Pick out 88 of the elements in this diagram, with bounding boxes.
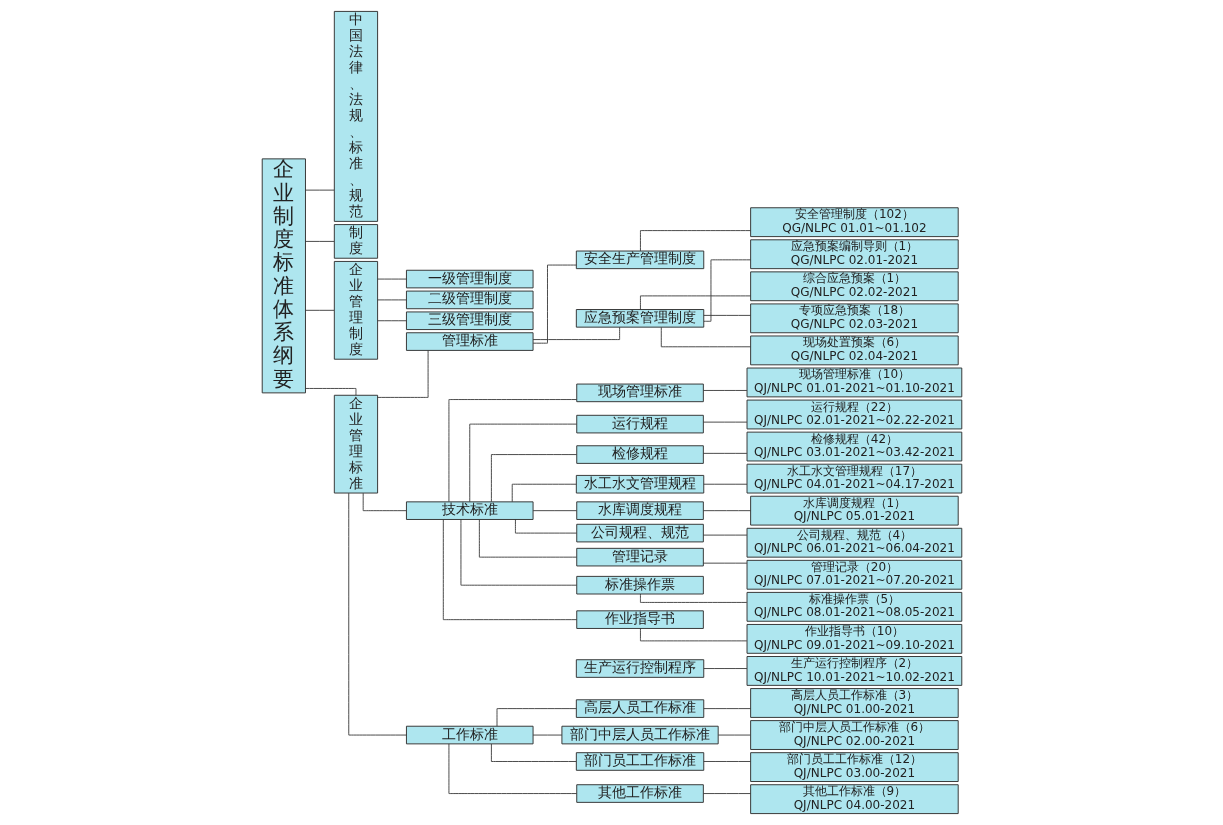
node-box: 高层人员工作标准 — [575, 699, 704, 718]
node-box: 部门员工工作标准（12） QJ/NLPC 03.00-2021 — [749, 752, 959, 782]
node-box: 专项应急预案（18） QG/NLPC 02.03-2021 — [749, 303, 959, 334]
connector — [639, 230, 751, 252]
connector — [376, 299, 407, 301]
node-box: 部门中层人员工作标准 — [560, 725, 719, 745]
node-box: 管理标准 — [405, 332, 534, 351]
node-box: 检修规程 — [575, 445, 704, 464]
connector — [304, 189, 335, 191]
connector — [532, 264, 577, 344]
node-box: 二级管理制度 — [405, 290, 534, 310]
node-box: 部门员工工作标准 — [575, 752, 704, 771]
node-box: 运行规程（22） QJ/NLPC 02.01-2021~02.22-2021 — [746, 399, 962, 430]
node-box: 企业管理制度 — [333, 260, 378, 360]
connector — [532, 734, 562, 736]
connector — [717, 734, 751, 736]
node-box: 水工水文管理规程（17） QJ/NLPC 04.01-2021~04.17-2021 — [746, 463, 962, 494]
connector — [639, 628, 747, 642]
node-box: 高层人员工作标准（3） QJ/NLPC 01.00-2021 — [749, 688, 959, 718]
connector — [448, 743, 577, 794]
connector — [304, 388, 356, 396]
connector — [702, 259, 751, 322]
node-box: 企业制度标准体系纲要 — [261, 158, 306, 394]
connector — [702, 534, 747, 536]
node-box: 公司规程、规范（4） QJ/NLPC 06.01-2021~06.04-2021 — [746, 527, 962, 558]
node-box: 综合应急预案（1） QG/NLPC 02.02-2021 — [749, 271, 959, 302]
node-box: 三级管理制度 — [405, 311, 534, 331]
node-box: 管理记录（20） QJ/NLPC 07.01-2021~07.20-2021 — [746, 559, 962, 590]
connector — [468, 423, 577, 503]
connector — [702, 390, 747, 391]
connector — [702, 421, 747, 423]
node-box: 应急预案管理制度 — [575, 309, 704, 328]
connector — [362, 492, 407, 512]
node-box: 管理记录 — [575, 547, 704, 567]
node-box: 运行规程 — [575, 414, 704, 434]
connector — [702, 510, 751, 512]
node-box: 检修规程（42） QJ/NLPC 03.01-2021~03.42-2021 — [746, 431, 962, 462]
connector — [460, 519, 577, 586]
connector — [496, 708, 577, 727]
connector — [514, 519, 577, 534]
connector — [490, 454, 577, 503]
connector — [448, 399, 577, 502]
node-box: 一级管理制度 — [405, 269, 534, 289]
connector — [639, 593, 747, 603]
node-box: 标准操作票（5） QJ/NLPC 08.01-2021~08.05-2021 — [746, 591, 962, 622]
node-box: 制度 — [333, 224, 378, 259]
connector — [702, 761, 751, 762]
node-box: 现场管理标准 — [575, 383, 704, 403]
connector — [376, 278, 407, 280]
connector — [478, 519, 577, 558]
node-box: 水库调度规程（1） QJ/NLPC 05.01-2021 — [749, 495, 959, 526]
connector — [347, 492, 407, 736]
node-box: 水工水文管理规程 — [575, 474, 704, 494]
connector — [304, 240, 335, 242]
node-box: 现场处置预案（6） QG/NLPC 02.04-2021 — [749, 335, 959, 366]
node-box: 公司规程、规范 — [575, 523, 704, 543]
node-box: 中国法律、法规、标准、规范 — [333, 10, 378, 222]
node-box: 工作标准 — [405, 725, 534, 745]
connector — [702, 708, 751, 710]
connector — [702, 562, 747, 564]
node-box: 现场管理标准（10） QJ/NLPC 01.01-2021~01.10-2021 — [746, 367, 962, 398]
connector — [702, 793, 751, 794]
connector — [532, 510, 577, 512]
connector — [442, 519, 577, 621]
node-box: 企业管理标准 — [333, 394, 378, 494]
connector — [490, 743, 577, 762]
node-box: 标准操作票 — [575, 575, 704, 595]
node-box: 其他工作标准（9） QJ/NLPC 04.00-2021 — [749, 784, 959, 815]
node-box: 作业指导书 — [575, 610, 704, 629]
connector — [702, 668, 747, 669]
connector — [511, 483, 577, 503]
node-box: 生产运行控制程序 — [575, 659, 704, 678]
node-box: 技术标准 — [405, 501, 534, 520]
connector — [702, 452, 747, 454]
connector — [376, 320, 407, 322]
connector — [376, 350, 429, 398]
node-box: 应急预案编制导则（1） QG/NLPC 02.01-2021 — [749, 239, 959, 270]
node-box: 部门中层人员工作标准（6） QJ/NLPC 02.00-2021 — [749, 720, 959, 750]
node-box: 水库调度规程 — [575, 501, 704, 520]
node-box: 其他工作标准 — [575, 784, 704, 803]
node-box: 安全生产管理制度 — [575, 250, 704, 270]
connector — [702, 314, 751, 316]
node-box: 生产运行控制程序（2） QJ/NLPC 10.01-2021~10.02-2021 — [746, 656, 962, 686]
connector — [304, 309, 335, 311]
connector — [660, 326, 751, 348]
connector — [702, 483, 747, 485]
node-box: 安全管理制度（102） QG/NLPC 01.01~01.102 — [749, 207, 959, 238]
node-box: 作业指导书（10） QJ/NLPC 09.01-2021~09.10-2021 — [746, 624, 962, 654]
